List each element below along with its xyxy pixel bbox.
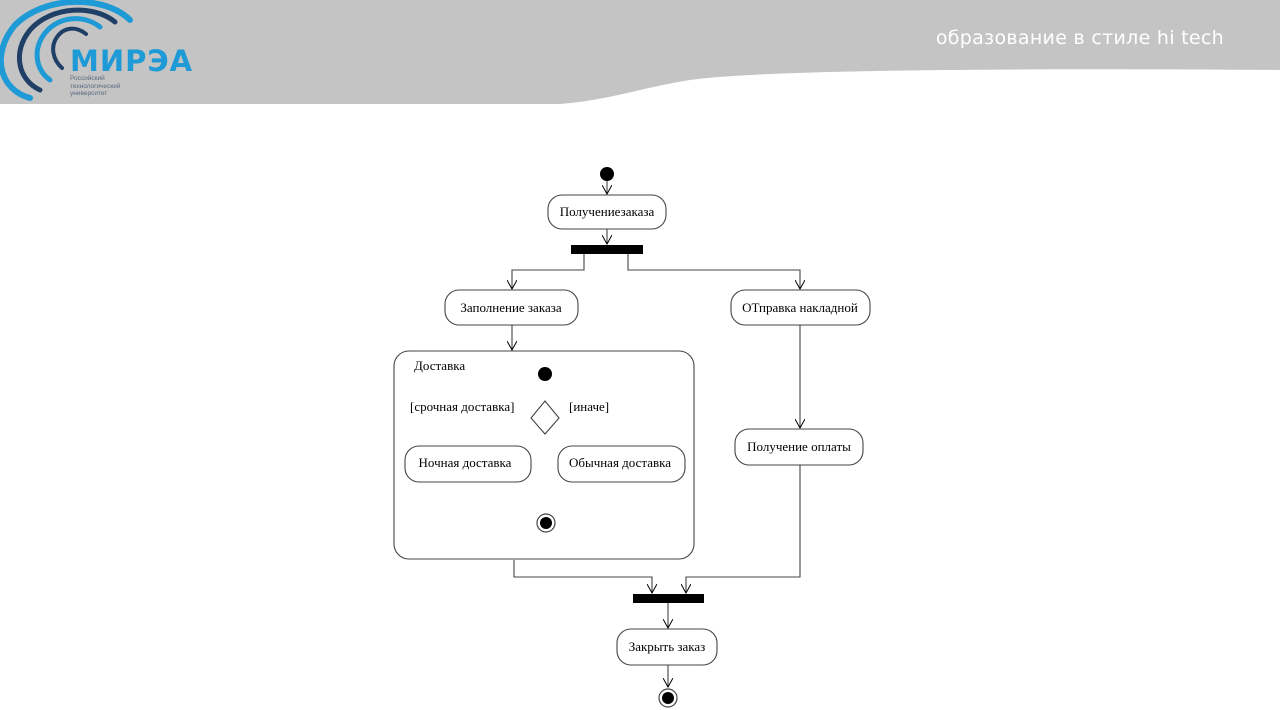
flow-edge <box>513 560 652 593</box>
action-node <box>444 289 579 326</box>
subactivity-title: Доставка <box>414 358 465 373</box>
subactivity-delivery <box>393 350 695 560</box>
flow-edge <box>627 254 800 289</box>
decision-node <box>530 400 560 435</box>
action-node <box>557 445 686 483</box>
logo-subtitle: Российский технологический университет <box>70 75 170 98</box>
action-node <box>730 289 871 326</box>
inner-initial-node <box>538 367 552 381</box>
initial-node <box>600 167 614 181</box>
join-bar <box>633 594 704 603</box>
action-receive-order: Получениезаказа <box>560 204 655 219</box>
action-node <box>734 428 864 466</box>
action-node <box>547 194 667 230</box>
header-banner: МИРЭА Российский технологический универс… <box>0 0 1280 104</box>
header-background <box>0 0 1280 104</box>
logo-name: МИРЭА <box>70 44 194 78</box>
action-regular-delivery: Обычная доставка <box>569 455 671 470</box>
final-node <box>658 688 678 708</box>
flow-edge <box>512 254 585 289</box>
fork-bar <box>571 245 643 254</box>
action-node <box>404 445 532 483</box>
flow-edge <box>686 465 801 593</box>
logo-arcs-icon <box>0 0 133 101</box>
logo-subtitle-line: Российский <box>70 75 105 82</box>
logo-subtitle-line: технологический <box>70 82 121 90</box>
action-receive-payment: Получение оплаты <box>747 439 851 454</box>
guard-else: [иначе] <box>569 399 609 414</box>
guard-urgent-delivery: [срочная доставка] <box>410 399 514 414</box>
action-night-delivery: Ночная доставка <box>419 455 512 470</box>
logo-subtitle-line: университет <box>70 90 108 97</box>
action-node <box>616 628 718 666</box>
action-close-order: Закрыть заказ <box>629 639 706 654</box>
header-tagline: образование в стиле hi tech <box>935 27 1224 49</box>
inner-final-node <box>536 513 556 533</box>
action-send-invoice: ОТправка накладной <box>742 300 858 315</box>
action-fill-order: Заполнение заказа <box>460 300 561 315</box>
